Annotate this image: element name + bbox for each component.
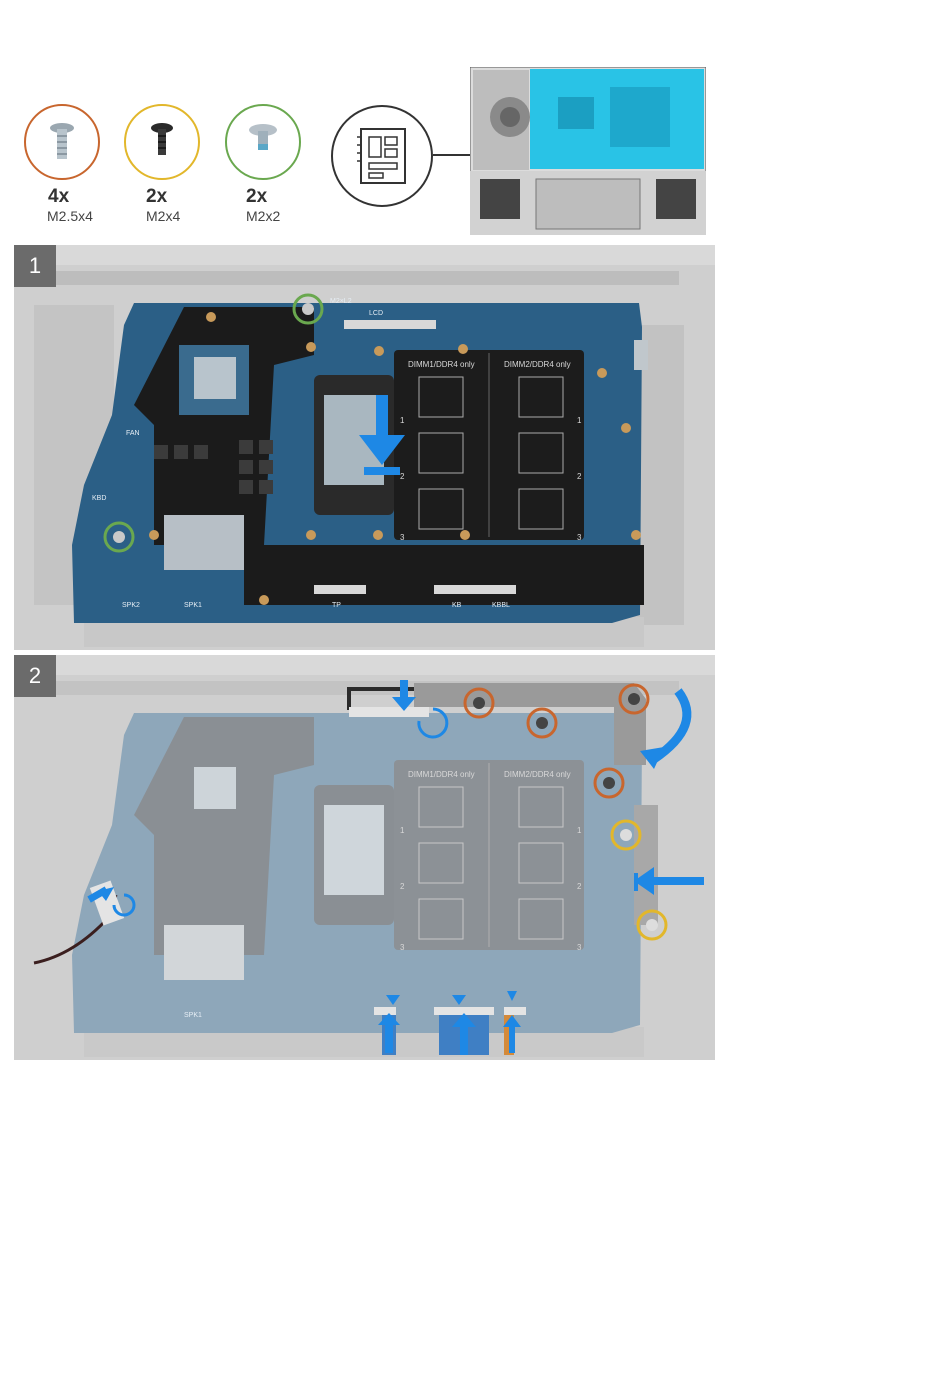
slot-1-left: 1 [400,416,405,425]
spk2-label: SPK2 [122,602,140,609]
slot-3-left-faded: 3 [400,943,405,952]
tp-label: TP [332,602,341,609]
dimm2-label-faded: DIMM2/DDR4 only [504,770,571,779]
spk1-label: SPK1 [184,602,202,609]
slot-3-right: 3 [577,533,582,542]
screw-count-3: 2x [246,186,267,208]
dimm1-label-faded: DIMM1/DDR4 only [408,770,475,779]
slot-2-right: 2 [577,472,582,481]
kbd-label: KBD [92,495,106,502]
screw-m2-5x4-ring [24,104,100,180]
step-1-badge: 1 [14,245,56,287]
slot-3-left: 3 [400,533,405,542]
lcd-label: LCD [369,310,383,317]
screw-size-2: M2x4 [146,208,180,224]
slot-2-left: 2 [400,472,405,481]
screw-m2x2-icon [227,106,299,178]
spk1-label-faded: SPK1 [184,1012,202,1019]
overview-thumbnail [470,67,706,235]
m2l2-label: M2×L2 [330,298,352,305]
fan-label: FAN [126,430,140,437]
slot-3-right-faded: 3 [577,943,582,952]
kb-label: KB [452,602,462,609]
step-2-panel: DIMM1/DDR4 only DIMM2/DDR4 only 1 1 2 2 … [14,655,715,1060]
screw-count-1: 4x [48,186,69,208]
screw-m2x4-icon [126,106,198,178]
system-board-icon [333,107,431,205]
step-1-panel: DIMM1/DDR4 only DIMM2/DDR4 only 1 1 2 2 … [14,245,715,650]
screw-size-3: M2x2 [246,208,280,224]
dimm2-label: DIMM2/DDR4 only [504,360,571,369]
screw-m2x2-ring [225,104,301,180]
slot-2-left-faded: 2 [400,882,405,891]
slot-1-left-faded: 1 [400,826,405,835]
kbbl-label: KBBL [492,602,510,609]
slot-1-right-faded: 1 [577,826,582,835]
slot-1-right: 1 [577,416,582,425]
step-1-illustration: DIMM1/DDR4 only DIMM2/DDR4 only 1 1 2 2 … [14,245,715,650]
screw-count-2: 2x [146,186,167,208]
dimm1-label: DIMM1/DDR4 only [408,360,475,369]
step-2-illustration: DIMM1/DDR4 only DIMM2/DDR4 only 1 1 2 2 … [14,655,715,1060]
slot-2-right-faded: 2 [577,882,582,891]
step-2-badge: 2 [14,655,56,697]
screw-m2-5x4-icon [26,106,98,178]
screw-m2x4-ring [124,104,200,180]
system-board-icon-ring [331,105,433,207]
screw-size-1: M2.5x4 [47,208,93,224]
